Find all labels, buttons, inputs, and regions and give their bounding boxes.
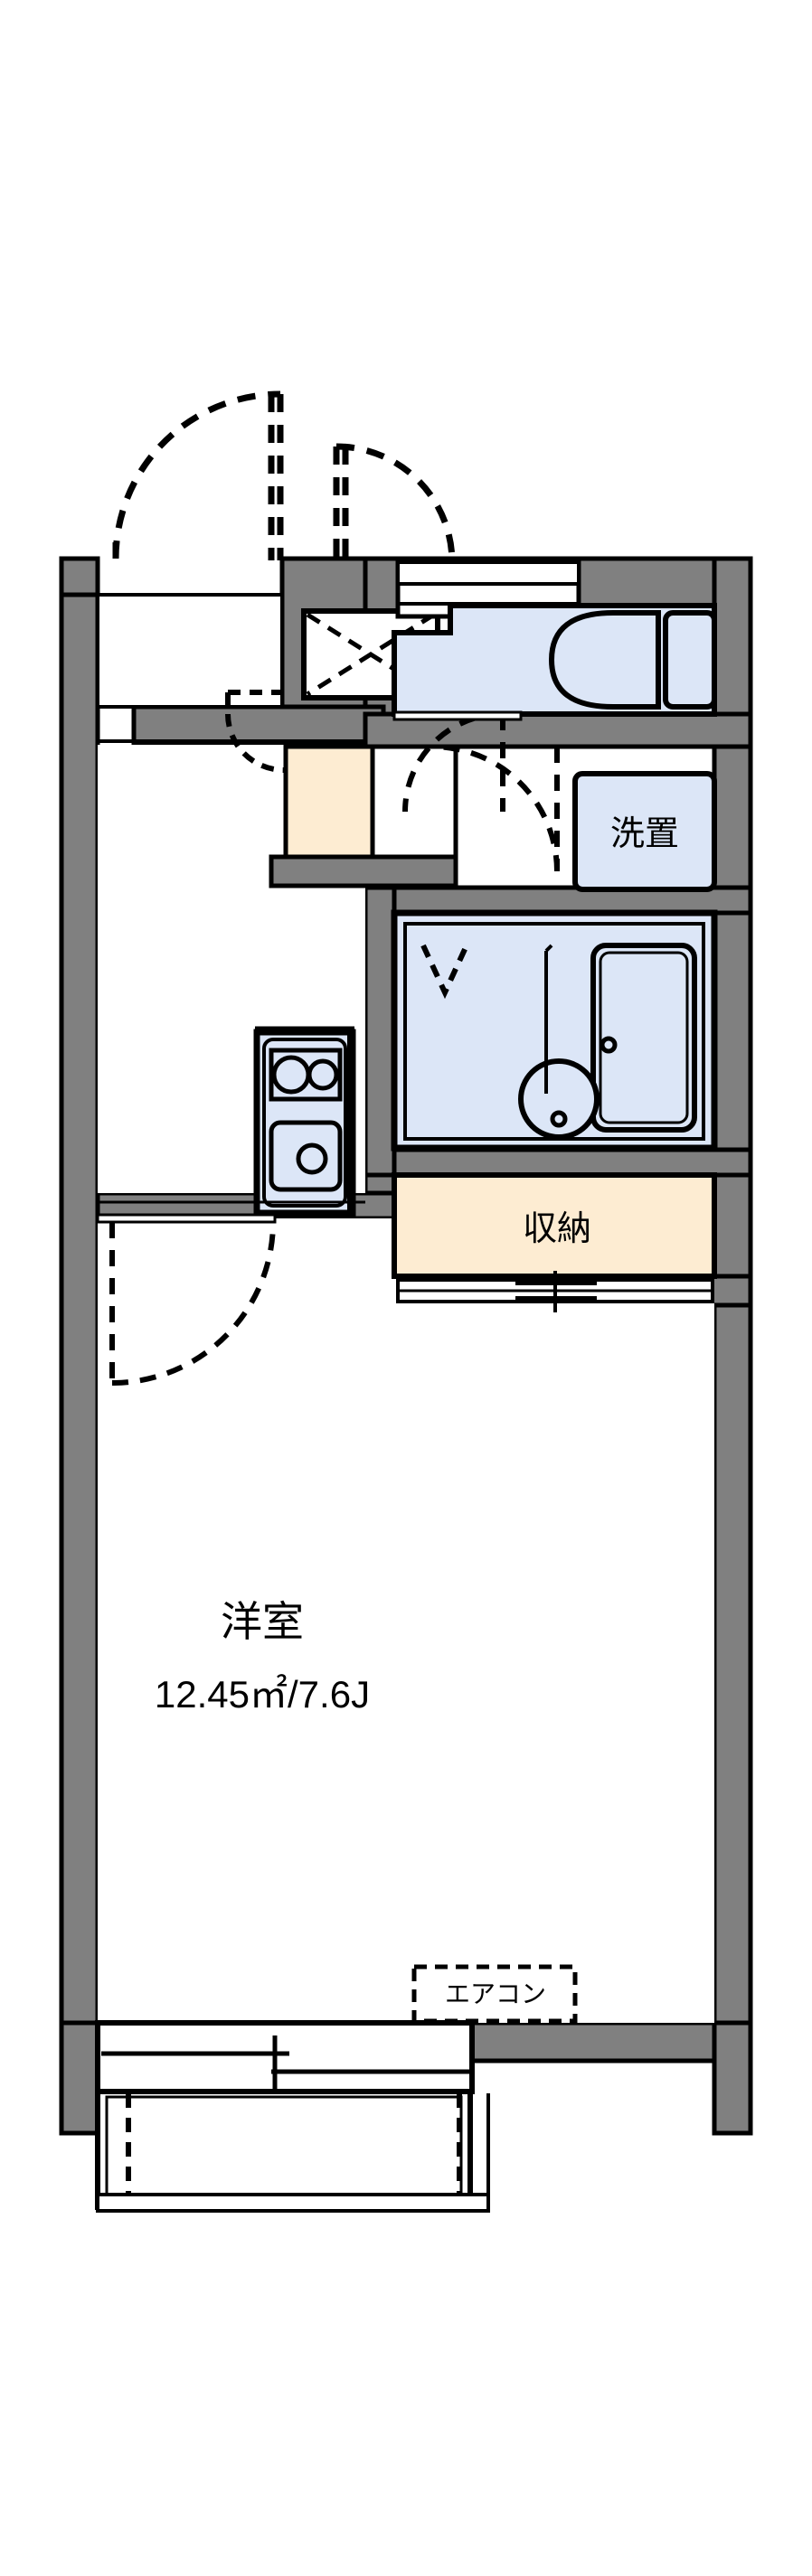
toilet-door [392, 710, 523, 813]
air-conditioner-label: エアコン [445, 1979, 546, 2007]
porch-door-swing [333, 443, 456, 563]
air-conditioner-box [411, 1964, 578, 2024]
washing-machine-space [572, 771, 717, 892]
entrance-zone [269, 559, 581, 888]
genkan-tile [283, 744, 375, 860]
toilet-room [392, 603, 717, 717]
closet-floor [392, 1172, 717, 1279]
genkan-wall [269, 854, 458, 888]
corridor-floor [96, 593, 284, 709]
closet-label: 収納 [523, 1210, 591, 1248]
washbasin [518, 1058, 600, 1140]
stove-burner-large [271, 1055, 311, 1095]
toilet-bowl [548, 610, 661, 710]
balcony-slab [95, 2089, 473, 2210]
bath-door [431, 744, 560, 872]
western-room-labels: 洋室 12.45㎡/7.6J [155, 1598, 370, 1716]
kitchen [253, 1026, 356, 1217]
entrance-door-swing [112, 390, 284, 560]
western-room-floor [98, 1218, 714, 2023]
closet: 収納 [392, 1172, 717, 1312]
bath-entry-marker [420, 944, 469, 1000]
laundry-area: 洗置 [572, 771, 717, 892]
genkan-step [370, 744, 458, 860]
stove-burner-small [307, 1058, 339, 1091]
window-sill [95, 2020, 475, 2094]
hall-door [225, 690, 288, 773]
toilet-tank [663, 610, 717, 710]
washbasin-drain [550, 1110, 568, 1128]
laundry-label: 洗置 [610, 815, 679, 853]
air-conditioner-marker: エアコン [411, 1964, 578, 2024]
bathtub-drain [600, 1036, 618, 1054]
interior-detail-lines [98, 593, 579, 1204]
western-room-area: 12.45㎡/7.6J [155, 1673, 370, 1716]
balcony-window [95, 2020, 490, 2213]
room-entry-door [96, 1213, 277, 1386]
kitchen-sink-drain [296, 1142, 328, 1175]
unit-bath [391, 909, 718, 1152]
western-room-name: 洋室 [221, 1598, 304, 1645]
